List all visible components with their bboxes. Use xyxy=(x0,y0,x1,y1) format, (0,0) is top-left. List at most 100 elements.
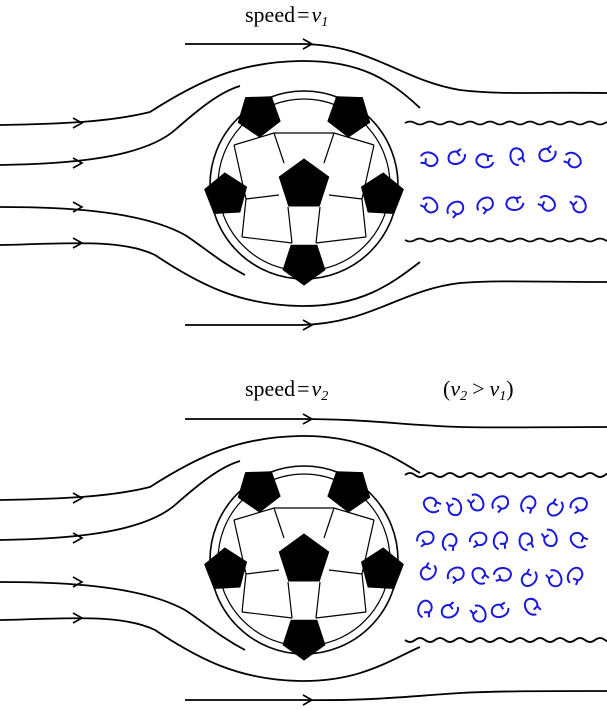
open-paren: ( xyxy=(443,376,451,401)
ball-seam xyxy=(315,236,367,244)
vortex-arrow-icon xyxy=(417,599,433,619)
flow-direction-arrow-icon xyxy=(72,532,84,544)
vortex-head xyxy=(526,506,533,514)
ball-seam xyxy=(328,194,363,200)
ball-seam xyxy=(323,132,335,164)
vortex-head xyxy=(433,500,442,508)
ball-patch xyxy=(204,547,248,590)
ball-seam xyxy=(245,194,280,200)
flow-direction-arrow-icon xyxy=(302,38,314,50)
ball-seam xyxy=(241,236,293,244)
vortex-curl xyxy=(416,530,435,546)
vortex-head xyxy=(563,157,571,165)
vortex-curl xyxy=(419,564,437,581)
ball-seam xyxy=(273,132,285,164)
vortex-curl xyxy=(475,153,495,169)
vortex-curl xyxy=(548,569,563,588)
vortex-arrow-icon xyxy=(505,195,525,212)
vortex-head xyxy=(525,568,532,577)
vortex-arrow-icon xyxy=(520,568,538,587)
vortex-arrow-icon xyxy=(520,495,537,514)
vortex-head xyxy=(545,145,552,154)
greater-than-sign: > xyxy=(472,376,485,401)
ball-patch xyxy=(327,96,371,138)
vortex-arrow-icon xyxy=(422,496,442,514)
ball-patch xyxy=(204,172,248,215)
vortex-curl xyxy=(441,532,458,552)
velocity-symbol: v xyxy=(311,376,322,401)
ball-seam xyxy=(233,144,247,200)
equals-sign: = xyxy=(297,2,310,27)
vortex-curl xyxy=(524,597,539,616)
vortex-arrow-icon xyxy=(490,601,510,619)
flow-direction-arrow-icon xyxy=(72,201,84,213)
vortex-head xyxy=(495,574,502,582)
top-speed-label: speed=v1 xyxy=(245,4,328,30)
vortex-curl xyxy=(471,567,487,585)
vortex-curl xyxy=(490,603,510,619)
ball-seam xyxy=(241,573,247,613)
vortex-arrow-icon xyxy=(466,493,485,512)
vortex-head xyxy=(499,542,506,549)
vortex-arrow-icon xyxy=(492,531,509,551)
streamline xyxy=(185,418,607,429)
vortex-head xyxy=(481,206,488,215)
speed-comparison-label: (v2>v1) xyxy=(443,378,514,404)
vortex-head xyxy=(445,501,454,508)
vortex-curl xyxy=(539,195,556,212)
vortex-head xyxy=(517,156,526,163)
ball-seam xyxy=(233,132,275,146)
vortex-arrow-icon xyxy=(447,148,466,165)
vortex-curl xyxy=(469,493,485,512)
streamline xyxy=(184,280,607,326)
ball-patch xyxy=(360,547,404,590)
vortex-arrow-icon xyxy=(446,566,465,585)
ball-seam xyxy=(323,507,335,539)
vortex-curl xyxy=(447,150,466,165)
vortex-arrow-icon xyxy=(546,498,564,517)
vortex-arrow-icon xyxy=(569,531,589,549)
vortex-arrow-icon xyxy=(469,604,487,623)
vortex-arrow-icon xyxy=(524,597,542,616)
vortex-head xyxy=(424,611,431,618)
vortex-arrow-icon xyxy=(492,566,512,582)
ball-seam xyxy=(315,206,321,244)
velocity-symbol: v xyxy=(450,376,461,401)
wake-boundary xyxy=(404,237,607,243)
ball-patch xyxy=(282,619,326,661)
streamline xyxy=(0,206,246,276)
vortex-arrow-icon xyxy=(537,195,556,212)
vortex-curl xyxy=(543,528,558,547)
velocity-subscript: 2 xyxy=(321,389,329,404)
vortex-arrow-icon xyxy=(540,528,558,547)
vortex-arrow-icon xyxy=(475,153,495,169)
velocity-subscript: 2 xyxy=(460,389,468,404)
vortex-arrow-icon xyxy=(471,567,490,585)
ball-seam xyxy=(233,519,247,575)
vortex-head xyxy=(448,601,455,610)
vortex-head xyxy=(545,574,554,580)
vortex-arrow-icon xyxy=(569,497,588,515)
ball-patch xyxy=(282,244,326,286)
vortex-curl xyxy=(446,200,465,216)
equals-sign: = xyxy=(297,376,310,401)
ball-seam xyxy=(361,573,367,613)
vortex-curl xyxy=(538,147,557,163)
vortex-head xyxy=(420,158,427,165)
velocity-symbol: v xyxy=(311,2,322,27)
velocity-subscript: 1 xyxy=(321,15,329,30)
vortex-curl xyxy=(491,495,510,510)
vortex-head xyxy=(469,609,478,616)
vortex-curl xyxy=(520,571,538,587)
vortex-head xyxy=(448,544,455,552)
wake-boundary xyxy=(404,120,607,126)
vortex-arrow-icon xyxy=(441,532,458,552)
vortex-head xyxy=(455,148,462,157)
vortex-head xyxy=(499,601,506,610)
vortex-head xyxy=(419,202,428,209)
vortex-curl xyxy=(472,604,487,623)
flow-direction-arrow-icon xyxy=(302,413,314,425)
vortex-head xyxy=(580,536,589,543)
vortex-curl xyxy=(417,599,433,619)
